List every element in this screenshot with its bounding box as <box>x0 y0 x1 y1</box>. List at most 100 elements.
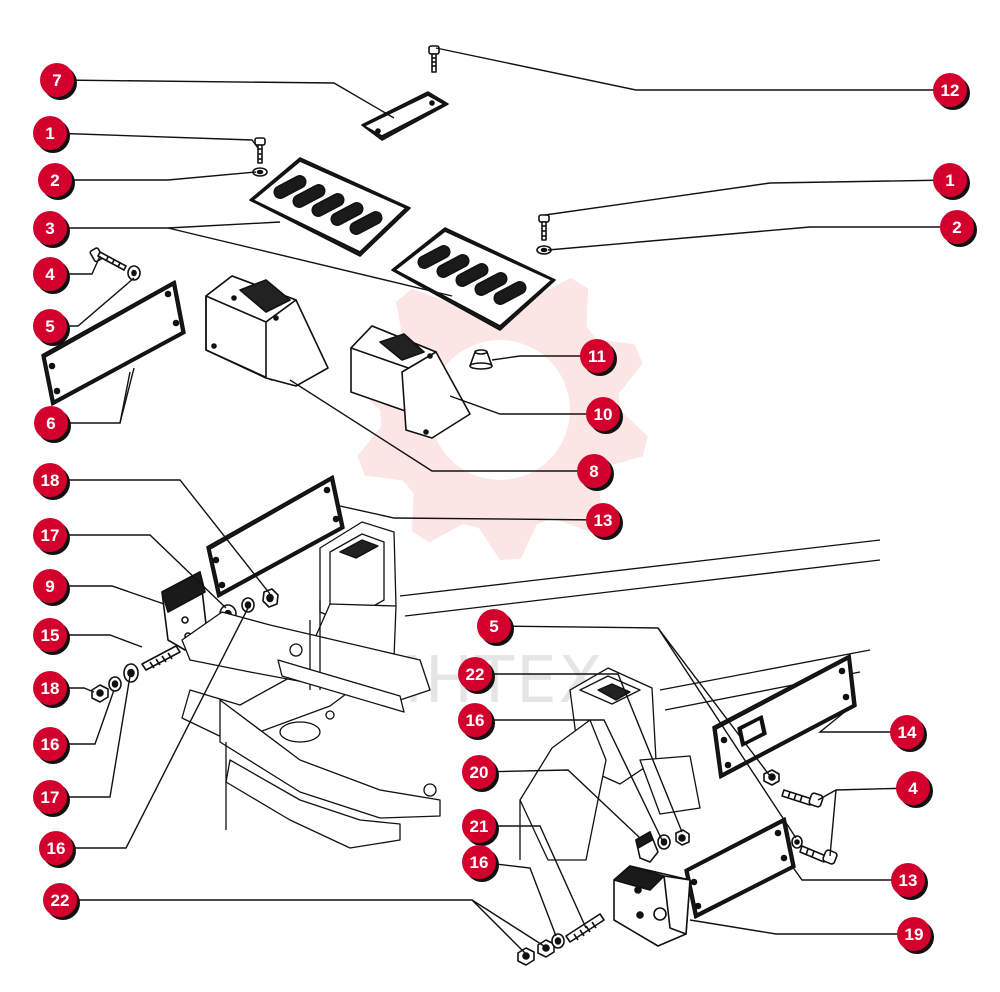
callout-badge-5: 5 <box>477 609 514 646</box>
stud-part-21 <box>566 914 604 942</box>
callout-circle <box>38 163 72 197</box>
callout-badge-16: 16 <box>462 845 499 882</box>
callout-badge-13: 13 <box>891 863 928 900</box>
callout-label: 20 <box>470 763 489 782</box>
callout-badge-14: 14 <box>890 715 927 752</box>
callout-badge-21: 21 <box>462 809 499 846</box>
callout-circle <box>33 618 67 652</box>
leader-lines <box>49 47 957 955</box>
callout-circle <box>462 809 496 843</box>
callout-circle <box>33 518 67 552</box>
callout-label: 2 <box>50 171 59 190</box>
callout-label: 16 <box>470 853 489 872</box>
bolt-part-1-right <box>537 215 551 254</box>
bolt-part-4-lower-b <box>800 846 838 865</box>
callout-badge-13: 13 <box>586 503 623 540</box>
callout-label: 14 <box>898 723 917 742</box>
cover-plate-part-7 <box>362 92 448 140</box>
callout-label: 5 <box>489 617 498 636</box>
callout-circle <box>933 163 967 197</box>
callout-circle <box>896 771 930 805</box>
small-bracket-part-20 <box>636 832 658 862</box>
callout-label: 13 <box>594 511 613 530</box>
callout-badge-16: 16 <box>39 831 76 868</box>
stopper-part-11 <box>470 350 492 369</box>
frame-assembly <box>182 522 880 860</box>
watermark-gear-icon <box>352 260 648 560</box>
callout-label: 5 <box>45 317 54 336</box>
callout-badge-6: 6 <box>34 406 71 443</box>
callout-badge-19: 19 <box>897 917 934 954</box>
callout-label: 17 <box>41 788 60 807</box>
callout-circle <box>34 406 68 440</box>
plate-slot <box>272 174 308 201</box>
side-plate-part-6 <box>42 281 185 405</box>
angle-bracket-part-19 <box>614 866 690 946</box>
plate-slot <box>348 210 384 237</box>
callout-circle <box>890 715 924 749</box>
plate-part-13-lower <box>685 818 795 918</box>
callout-badge-4: 4 <box>33 257 70 294</box>
callout-label: 4 <box>908 779 918 798</box>
callout-label: 3 <box>45 219 54 238</box>
callout-badge-12: 12 <box>933 73 970 110</box>
callout-badge-3: 3 <box>33 211 70 248</box>
callout-label: 13 <box>899 871 918 890</box>
callout-circle <box>580 339 614 373</box>
plate-slot <box>435 253 471 280</box>
slotted-plate-part-3-left <box>250 158 410 256</box>
callout-badge-16: 16 <box>458 703 495 740</box>
callout-badge-8: 8 <box>577 454 614 491</box>
callout-circle <box>40 63 74 97</box>
callout-circle <box>33 569 67 603</box>
callout-label: 11 <box>588 347 606 366</box>
callout-badge-15: 15 <box>33 618 70 655</box>
bracket-part-10 <box>351 326 470 438</box>
plate-slot <box>310 192 346 219</box>
callout-badge-18: 18 <box>33 463 70 500</box>
callout-circle <box>462 755 496 789</box>
plate-slot <box>473 271 509 298</box>
callout-circle <box>940 210 974 244</box>
callout-badge-1: 1 <box>33 116 70 153</box>
callout-circle <box>891 863 925 897</box>
callout-label: 10 <box>594 405 613 424</box>
callout-badge-7: 7 <box>40 63 77 100</box>
callout-label: 22 <box>466 665 485 684</box>
callout-badge-1: 1 <box>933 163 970 200</box>
callout-label: 8 <box>589 462 598 481</box>
plate-part-13-upper <box>207 476 344 597</box>
washer-nut-right-middle <box>658 830 689 849</box>
callout-label: 7 <box>52 71 61 90</box>
callout-circle <box>33 671 67 705</box>
plate-part-14 <box>713 655 856 778</box>
bolt-part-12 <box>429 46 439 72</box>
callout-badge-22: 22 <box>458 657 495 694</box>
callout-label: 19 <box>905 925 924 944</box>
callout-badge-10: 10 <box>586 397 623 434</box>
callout-label: 12 <box>941 81 960 100</box>
callout-circle <box>33 780 67 814</box>
callout-badge-18: 18 <box>33 671 70 708</box>
callout-circle <box>43 883 77 917</box>
callout-circle <box>458 703 492 737</box>
callout-circle <box>33 211 67 245</box>
callout-label: 17 <box>41 526 60 545</box>
callout-circle <box>897 917 931 951</box>
callout-label: 6 <box>46 414 55 433</box>
nut-stack-lower <box>518 934 564 965</box>
callout-circle <box>458 657 492 691</box>
callout-label: 9 <box>45 577 54 596</box>
callout-circle <box>33 463 67 497</box>
nut-stack-left <box>92 664 138 702</box>
callout-label: 18 <box>41 679 60 698</box>
callout-circle <box>39 831 73 865</box>
callout-label: 1 <box>945 171 954 190</box>
callout-label: 22 <box>51 891 70 910</box>
callout-badge-20: 20 <box>462 755 499 792</box>
callout-badge-2: 2 <box>940 210 977 247</box>
callout-label: 2 <box>952 218 961 237</box>
callout-circle <box>586 503 620 537</box>
callout-badge-2: 2 <box>38 163 75 200</box>
